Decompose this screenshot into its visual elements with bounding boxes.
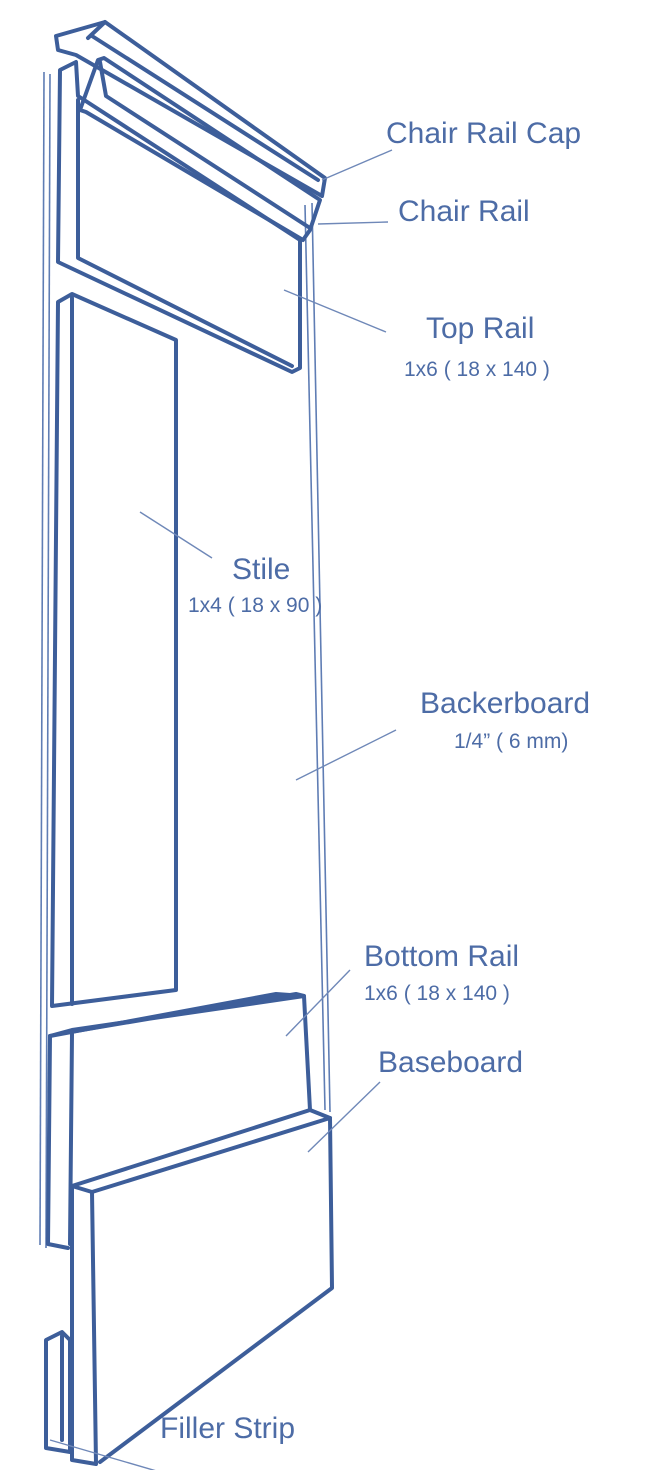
label-baseboard: Baseboard	[378, 1046, 523, 1079]
leader-filler-strip	[49, 1439, 156, 1470]
label-bottom-rail-dim: 1x6 ( 18 x 140 )	[364, 982, 510, 1005]
leader-top-rail	[283, 289, 387, 333]
label-filler-strip: Filler Strip	[160, 1412, 295, 1445]
leader-lines	[49, 149, 397, 1470]
leader-baseboard	[307, 1081, 381, 1153]
label-backerboard: Backerboard	[420, 687, 590, 720]
chair-rail	[78, 56, 322, 242]
leader-backerboard	[295, 729, 397, 781]
filler-strip	[44, 1330, 72, 1454]
backerboard-panel	[39, 71, 331, 1249]
top-rail	[56, 60, 302, 374]
chair-rail-cap	[54, 20, 327, 198]
baseboard	[70, 1108, 334, 1466]
stile	[50, 292, 178, 1008]
label-chair-rail: Chair Rail	[398, 195, 530, 228]
label-top-rail-dim: 1x6 ( 18 x 140 )	[404, 358, 550, 381]
label-stile-dim: 1x4 ( 18 x 90 )	[188, 594, 322, 617]
label-stile: Stile	[232, 553, 290, 586]
label-bottom-rail: Bottom Rail	[364, 940, 519, 973]
leader-stile	[139, 511, 213, 559]
label-backerboard-dim: 1/4” ( 6 mm)	[454, 730, 568, 753]
label-chair-rail-cap: Chair Rail Cap	[386, 117, 581, 150]
leader-bottom-rail	[285, 969, 351, 1037]
label-top-rail: Top Rail	[426, 312, 534, 345]
leader-chair-rail	[317, 221, 389, 225]
leader-chair-rail-cap	[321, 149, 393, 181]
